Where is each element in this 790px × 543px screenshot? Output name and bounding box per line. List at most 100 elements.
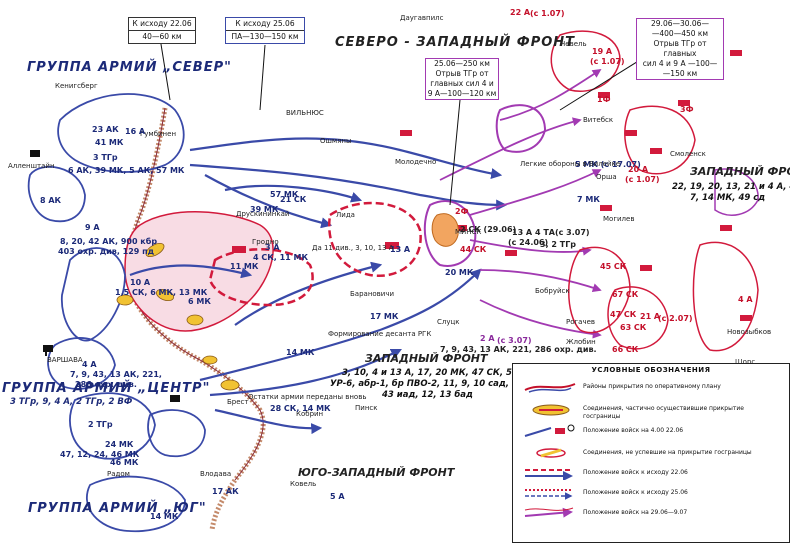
unit-u2tgr: 2 ТГр <box>88 420 113 429</box>
unit-u2a_sub: 7, 9, 43, 13 АК, 221, 286 охр. див. <box>440 345 597 354</box>
unit-u44sk: 44 СК <box>460 245 487 254</box>
unit-u22a: 22 А <box>510 8 531 17</box>
legend-text-22: Положение войск к исходу 22.06 <box>583 469 688 476</box>
unit-u3tgr_sub: 6 АК, 39 МК, 5 АК, 57 МК <box>68 166 185 175</box>
center-group-forces: 3 ТГр, 9, 4 А, 2 ТГр, 2 ВФ <box>10 397 133 407</box>
place-smolensk: Смоленск <box>670 150 706 158</box>
unit-u41mk: 41 МК <box>95 138 124 147</box>
w-front-east-label: ЗАПАДНЫЙ ФРОНТ <box>690 165 790 178</box>
place-minsk: МИНСК <box>455 228 482 236</box>
place-vitebsk: Витебск <box>583 116 614 124</box>
unit-u2sk: 2 СК (29.06) <box>460 225 517 234</box>
unit-u2tgr_sub: 47, 12, 24, 46 МК <box>60 450 140 459</box>
callout-25-06-value: ПА—130—150 км <box>231 32 299 41</box>
callout-29-06: 29.06—30.06— —400—450 км Отрыв ТГр от гл… <box>636 18 724 80</box>
unit-u4a_sub: 7, 9, 43, 13 АК, 221, <box>70 370 162 379</box>
place-allenshtain: Алленштайн <box>8 162 55 170</box>
legend: УСЛОВНЫЕ ОБОЗНАЧЕНИЯ Районы прикрытия по… <box>512 363 790 543</box>
note-n2: Остатки армии переданы вновь <box>248 393 367 401</box>
callout-22-06-header: К исходу 22.06 <box>129 18 195 31</box>
south-group-label: ГРУППА АРМИЙ „ЮГ" <box>28 501 207 516</box>
unit-u9a_sub: 8, 20, 42 АК, 900 кбр <box>60 237 158 246</box>
legend-text-cover-areas: Районы прикрытия по оперативному плану <box>583 383 721 390</box>
w-front-forces-1: 3, 10, 4 и 13 А, 17, 20 МК, 47 СК, 50 сд… <box>342 368 536 378</box>
unit-u4ta: 4 ТА(с 3.07) <box>535 228 590 237</box>
place-brest: Брест <box>227 398 249 406</box>
callout-250-l3: главных сил 4 и <box>430 79 494 88</box>
place-warsaw: ВАРШАВА <box>47 356 83 364</box>
legend-row-partial: Соединения, частично осуществившие прикр… <box>513 402 789 420</box>
unit-u21a: 21 А <box>640 312 661 321</box>
legend-text-not-in-time: Соединения, не успевшие на прикрытие гос… <box>583 449 752 456</box>
callout-29-l4: сил 4 и 9 А —100— <box>642 59 718 68</box>
unit-u63sk: 63 СК <box>620 323 647 332</box>
unit-u2a_date: (с 3.07) <box>497 336 532 345</box>
minsk-area <box>431 213 459 247</box>
place-nevel: Невель <box>560 40 587 48</box>
unit-u6mk: 6 МК <box>188 297 211 306</box>
legend-row-25: Положение войск к исходу 25.06 <box>513 486 789 500</box>
unit-u11mk: 11 МК <box>230 262 259 271</box>
unit-u22a_date: (с 1.07) <box>530 9 565 18</box>
place-zhlobin: Жлобин <box>566 338 596 346</box>
place-vilnius: ВИЛЬНЮС <box>286 109 324 117</box>
place-kovel: Ковель <box>290 480 317 488</box>
place-baranovichi: Барановичи <box>350 290 395 298</box>
unit-u4a: 4 А <box>82 360 97 369</box>
nw-front-label: СЕВЕРО - ЗАПАДНЫЙ ФРОНТ <box>335 35 576 50</box>
callout-250-l2: Отрыв ТГр от <box>435 69 489 78</box>
note-n1: Формирование десанта РГК <box>328 330 432 338</box>
unit-u8ak: 8 АК <box>40 196 62 205</box>
place-lida: Лида <box>336 211 355 219</box>
callout-250-l4: 9 А—100—120 км <box>427 89 497 98</box>
legend-row-not-in-time: Соединения, не успевшие на прикрытие гос… <box>513 446 789 460</box>
w-front-east-forces-1: 22, 19, 20, 13, 21 и 4 А, 44 СК, <box>672 182 790 192</box>
unit-u14mk_s: 14 МК <box>150 512 179 521</box>
north-group-label: ГРУППА АРМИЙ „СЕВЕР" <box>27 60 232 75</box>
unit-u16a: 16 А <box>125 127 146 136</box>
unit-u3a_sub: 4 СК, 11 МК <box>253 253 309 262</box>
unit-u1f: 1Ф <box>597 95 611 104</box>
legend-row-22: Положение войск к исходу 22.06 <box>513 466 789 480</box>
place-druskininkai: Друскининкай <box>236 210 290 218</box>
unit-u21sk: 21 СК <box>280 195 307 204</box>
unit-u45sk: 45 СК <box>600 262 627 271</box>
unit-u9a_sub2: 403 охр. див, 129 пд <box>58 247 155 256</box>
place-kobrin: Кобрин <box>296 410 324 418</box>
place-gumbinen: Гумбинен <box>140 130 177 138</box>
german-advance-arrows <box>129 137 508 435</box>
place-radom: Радом <box>107 470 130 478</box>
legend-symbol-not-in-time <box>536 448 566 458</box>
place-novozybkov: Новозыбков <box>727 328 772 336</box>
unit-u57mk: 57 МК <box>270 190 299 199</box>
place-slutsk: Слуцк <box>437 318 460 326</box>
note-n4: Да 11 див., 3, 10, 13 А <box>312 244 394 252</box>
unit-u4ta_sub: 3, 2 ТГр <box>540 240 577 249</box>
callout-pointers <box>159 37 641 206</box>
unit-u2a: 2 А <box>480 334 495 343</box>
unit-u7mk: 7 МК <box>577 195 600 204</box>
callout-250-l1: 25.06—250 км <box>434 59 490 68</box>
unit-u19a_date: (с 1.07) <box>590 57 625 66</box>
unit-u3a: 3 А <box>265 243 280 252</box>
unit-u28sk: 28 СК, 14 МК <box>270 404 331 413</box>
unit-u10a: 10 А <box>130 278 151 287</box>
unit-u4a_e: 4 А <box>738 295 753 304</box>
sw-front-label: ЮГО-ЗАПАДНЫЙ ФРОНТ <box>298 466 455 479</box>
callout-29-l3: Отрыв ТГр от главных <box>653 39 707 58</box>
place-molodechno: Молодечно <box>395 158 437 166</box>
callout-25-06: К исходу 25.06 ПА—130—150 км <box>225 17 305 44</box>
unit-u17ak: 17 АК <box>212 487 239 496</box>
unit-u46mk: 46 МК <box>110 458 139 467</box>
unit-u2f: 2Ф <box>455 207 469 216</box>
legend-row-0400: Положение войск на 4.00 22.06 <box>513 424 789 438</box>
callout-22-06: К исходу 22.06 40—60 км <box>128 17 196 44</box>
callout-29-l1: 29.06—30.06— <box>651 19 709 28</box>
legend-text-partial: Соединения, частично осуществившие прикр… <box>583 405 744 420</box>
unit-u20a: 20 А <box>628 165 649 174</box>
w-front-forces-2: УР-6, абр-1, бр ПВО-2, 11, 9, 10 сад, <box>330 379 510 389</box>
unit-u20mk: 20 МК <box>445 268 474 277</box>
place-oshmyany: Ошмяны <box>320 137 352 145</box>
unit-u19a: 19 А <box>592 47 613 56</box>
